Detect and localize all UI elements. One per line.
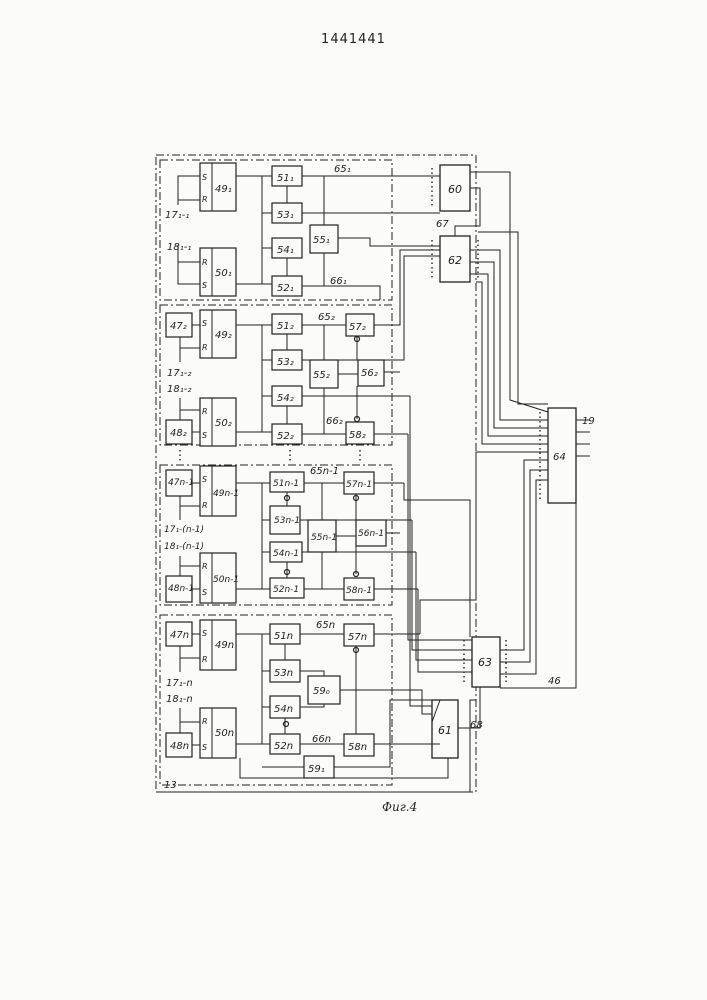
svg-text:S: S [202, 475, 207, 484]
svg-text:65n-1: 65n-1 [310, 466, 339, 477]
svg-text:46: 46 [548, 676, 561, 687]
svg-text:49₂: 49₂ [215, 330, 232, 341]
svg-text:62: 62 [448, 254, 462, 267]
svg-text:65n: 65n [316, 620, 335, 631]
svg-text:S: S [202, 743, 207, 752]
svg-text:52₂: 52₂ [277, 431, 294, 442]
svg-text:66n: 66n [312, 734, 331, 745]
svg-text:48n: 48n [170, 741, 189, 752]
input-label: 18₁-(n-1) [164, 542, 204, 552]
svg-text:R: R [202, 195, 208, 204]
svg-text:S: S [202, 319, 207, 328]
svg-text:S: S [202, 281, 207, 290]
svg-text:R: R [202, 343, 208, 352]
block-label: 50₁ [215, 268, 232, 279]
svg-text:54n: 54n [274, 704, 293, 715]
svg-text:50n: 50n [215, 728, 234, 739]
svg-text:54₁: 54₁ [277, 245, 294, 256]
svg-text:67: 67 [436, 219, 449, 230]
svg-text:54n-1: 54n-1 [273, 549, 299, 559]
svg-text:66₂: 66₂ [326, 416, 343, 427]
svg-text:R: R [202, 501, 208, 510]
svg-text:54₂: 54₂ [277, 393, 294, 404]
svg-text:47n-1: 47n-1 [168, 478, 194, 488]
svg-text:60: 60 [448, 183, 462, 196]
svg-text:68: 68 [470, 720, 483, 731]
svg-text:58₂: 58₂ [349, 430, 366, 441]
input-label: 17₁-(n-1) [164, 525, 204, 535]
input-label: 18₁-n [166, 694, 193, 705]
svg-text:57n-1: 57n-1 [346, 480, 372, 490]
svg-text:S: S [202, 431, 207, 440]
stage-n: 47n 48n 17₁-n 18₁-n S R 49n R S 50n 51n … [166, 620, 440, 778]
line-label: 65₁ [334, 164, 351, 175]
svg-text:59₁: 59₁ [308, 764, 325, 775]
svg-text:56n-1: 56n-1 [358, 529, 384, 539]
svg-text:63: 63 [478, 656, 492, 669]
svg-text:56₂: 56₂ [361, 368, 378, 379]
block-label: 49₁ [215, 184, 232, 195]
svg-text:47₂: 47₂ [170, 321, 187, 332]
svg-text:55₁: 55₁ [313, 235, 330, 246]
svg-text:58n: 58n [348, 742, 367, 753]
svg-text:R: R [202, 407, 208, 416]
svg-text:51₂: 51₂ [277, 321, 294, 332]
svg-text:61: 61 [438, 724, 452, 737]
svg-text:57₂: 57₂ [349, 322, 366, 333]
input-wires [178, 176, 200, 284]
svg-text:51n-1: 51n-1 [273, 479, 299, 489]
input-label: 17₁-₂ [167, 368, 191, 379]
svg-text:51n: 51n [274, 631, 293, 642]
svg-text:R: R [202, 562, 208, 571]
svg-text:52n: 52n [274, 741, 293, 752]
svg-text:52₁: 52₁ [277, 283, 294, 294]
svg-text:R: R [202, 717, 208, 726]
svg-text:48₂: 48₂ [170, 428, 187, 439]
line-label: 66₁ [330, 276, 347, 287]
svg-text:R: R [202, 258, 208, 267]
svg-text:55₂: 55₂ [313, 370, 330, 381]
svg-text:55n-1: 55n-1 [311, 533, 337, 543]
input-label: 17₁-₁ [165, 210, 189, 221]
svg-text:50₂: 50₂ [215, 418, 232, 429]
svg-text:48n-1: 48n-1 [168, 584, 194, 594]
svg-text:53n-1: 53n-1 [274, 516, 300, 526]
input-label: 18₁-₂ [167, 384, 191, 395]
stage-1: 17₁-₁ 18₁-₁ S R 49₁ R S 50₁ 51₁ 53₁ 54₁ … [165, 163, 448, 300]
input-label: 18₁-₁ [167, 242, 191, 253]
svg-text:50n-1: 50n-1 [213, 575, 239, 585]
svg-text:R: R [202, 655, 208, 664]
svg-text:53n: 53n [274, 668, 293, 679]
svg-text:47n: 47n [170, 630, 189, 641]
svg-text:53₂: 53₂ [277, 357, 294, 368]
svg-text:53₁: 53₁ [277, 210, 294, 221]
input-label: 17₁-n [166, 678, 193, 689]
stage-n-1: 47n-1 48n-1 17₁-(n-1) 18₁-(n-1) S R 49n-… [164, 466, 418, 603]
svg-text:59₀: 59₀ [313, 686, 330, 697]
svg-text:49n: 49n [215, 640, 234, 651]
svg-text:57n: 57n [348, 632, 367, 643]
svg-text:49n-1: 49n-1 [213, 489, 239, 499]
svg-text:S: S [202, 588, 207, 597]
svg-text:58n-1: 58n-1 [346, 586, 372, 596]
figure-caption: Фиг.4 [382, 800, 417, 814]
svg-text:S: S [202, 629, 207, 638]
svg-text:64: 64 [553, 452, 566, 463]
svg-text:S: S [202, 173, 207, 182]
svg-text:51₁: 51₁ [277, 173, 294, 184]
svg-text:52n-1: 52n-1 [273, 585, 299, 595]
svg-text:65₂: 65₂ [318, 312, 335, 323]
svg-text:19: 19 [582, 416, 595, 427]
